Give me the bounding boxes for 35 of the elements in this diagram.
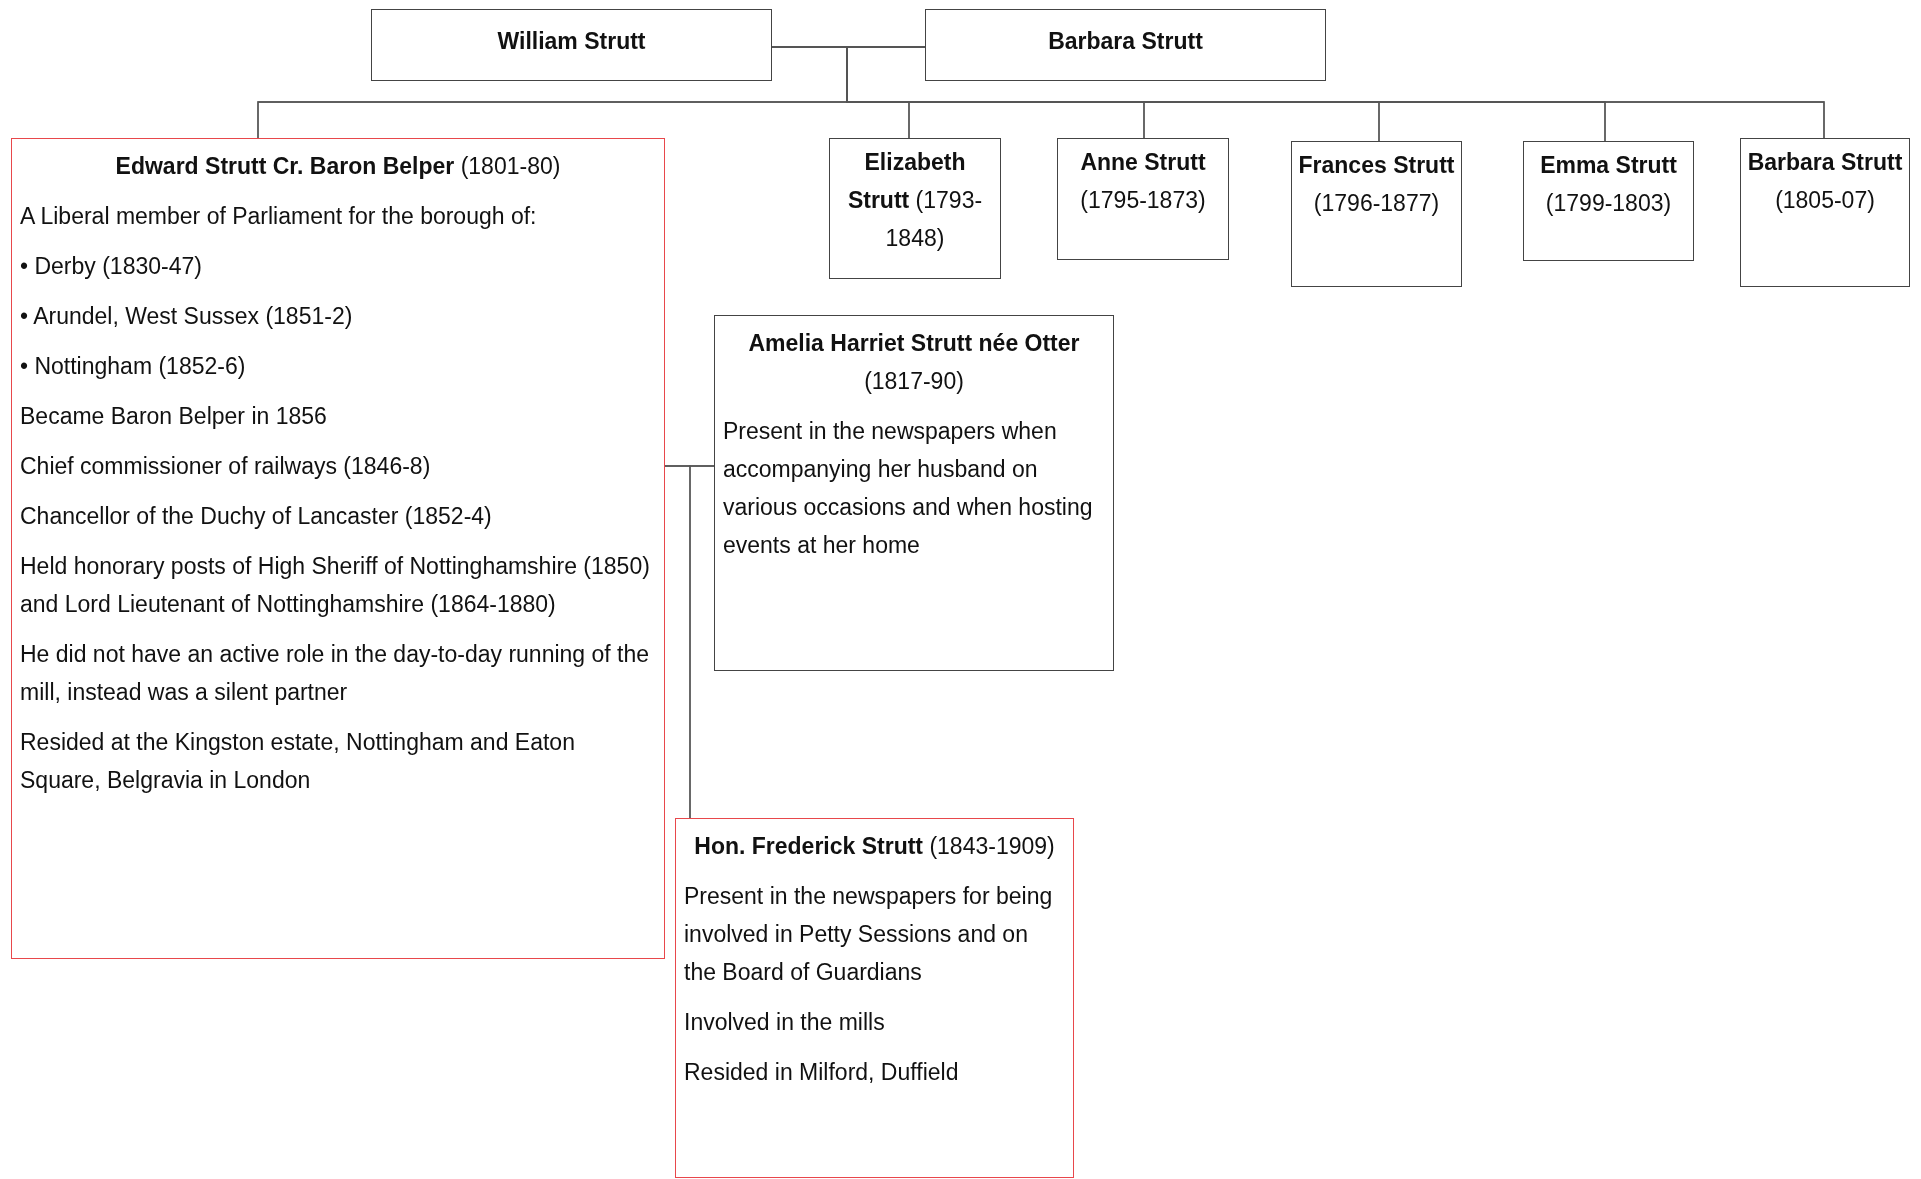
person-box: [1523, 141, 1694, 261]
description-text: Involved in the mills: [684, 1008, 886, 1037]
person-box: [714, 315, 1114, 671]
person-name: Frances Strutt (1796-1877): [1297, 151, 1456, 218]
description-text: • Nottingham (1852-6): [20, 352, 247, 381]
description-text: Resided at the Kingston estate, Nottingham and Eaton Square, Belgravia in London: [20, 728, 576, 795]
family-line: [689, 465, 715, 819]
person-name: Edward Strutt Cr. Baron Belper (1801-80): [114, 152, 562, 181]
person-name: William Strutt: [496, 27, 647, 56]
person-name: Amelia Harriet Strutt née Otter (1817-90): [747, 329, 1081, 396]
description-text: He did not have an active role in the day-to-day running of the mill, instead was a silent partner: [20, 640, 651, 707]
description-text: A Liberal member of Parliament for the borough of:: [20, 202, 538, 231]
person-box: [371, 9, 772, 81]
person-box: [829, 138, 1001, 279]
person-box: [675, 818, 1074, 1178]
person-name: Hon. Frederick Strutt (1843-1909): [693, 832, 1056, 861]
description-text: Held honorary posts of High Sheriff of Nottinghamshire (1850) and Lord Lieutenant of Nottinghamshire (1864-1880): [20, 552, 651, 619]
person-name: Anne Strutt (1795-1873): [1079, 148, 1207, 215]
person-name: Emma Strutt (1799-1803): [1539, 151, 1678, 218]
description-text: Chancellor of the Duchy of Lancaster (1852-4): [20, 502, 493, 531]
description-text: • Arundel, West Sussex (1851-2): [20, 302, 354, 331]
person-name: Elizabeth Strutt (1793-1848): [846, 148, 984, 253]
description-text: Present in the newspapers for being involved in Petty Sessions and on the Board of Guardians: [684, 882, 1054, 987]
person-box: [1291, 141, 1462, 287]
person-box: [925, 9, 1326, 81]
description-text: Chief commissioner of railways (1846-8): [20, 452, 432, 481]
person-box: [1740, 138, 1910, 287]
person-name: Barbara Strutt (1805-07): [1746, 148, 1904, 215]
person-name: Barbara Strutt: [1047, 27, 1204, 56]
person-box: [11, 138, 665, 959]
description-text: Resided in Milford, Duffield: [684, 1058, 960, 1087]
description-text: Became Baron Belper in 1856: [20, 402, 328, 431]
description-text: • Derby (1830-47): [20, 252, 203, 281]
description-text: Present in the newspapers when accompanying her husband on various occasions and when hosting events at her home: [723, 417, 1094, 560]
person-box: [1057, 138, 1229, 260]
